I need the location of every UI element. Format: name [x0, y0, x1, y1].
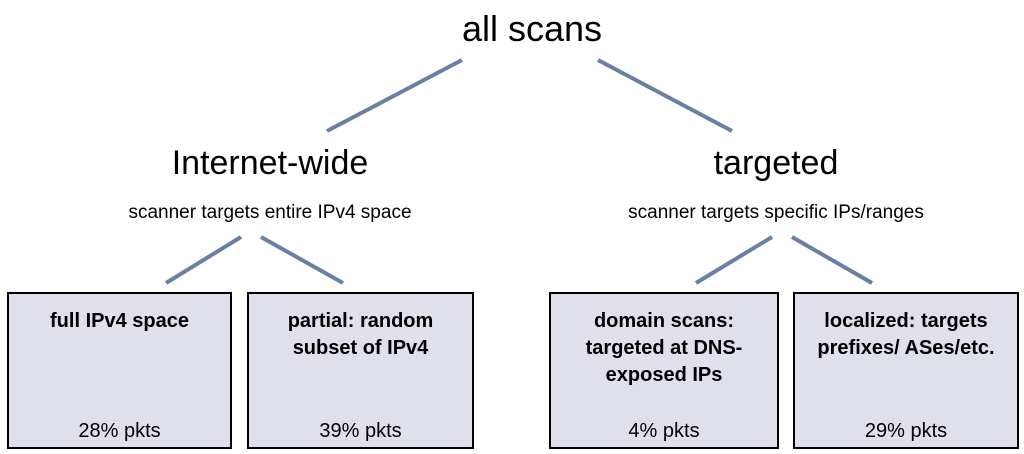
- leaf-packet-share: 28% pkts: [78, 420, 161, 442]
- connector-right-leaf2: [694, 235, 774, 285]
- connector-root-right: [597, 58, 733, 133]
- branch-internet-wide-label: Internet-wide: [171, 144, 369, 182]
- connector-right-leaf3: [791, 235, 873, 285]
- leaf-title: localized: targets prefixes/ ASes/etc.: [817, 310, 995, 359]
- leaf-packet-share: 39% pkts: [319, 420, 402, 442]
- connector-root-left: [326, 58, 463, 133]
- leaf-full-ipv4: full IPv4 space 28% pkts: [7, 292, 232, 449]
- leaf-partial-random: partial: random subset of IPv4 39% pkts: [247, 292, 474, 449]
- leaf-domain-scans: domain scans: targeted at DNS-exposed IP…: [549, 292, 779, 449]
- branch-targeted-description: scanner targets specific IPs/ranges: [628, 202, 924, 223]
- leaf-localized: localized: targets prefixes/ ASes/etc. 2…: [793, 292, 1019, 449]
- leaf-title: full IPv4 space: [50, 310, 189, 332]
- branch-internet-wide-description: scanner targets entire IPv4 space: [128, 202, 412, 223]
- leaf-title: domain scans: targeted at DNS-exposed IP…: [585, 310, 743, 386]
- connector-left-leaf1: [260, 235, 344, 285]
- leaf-packet-share: 29% pkts: [864, 420, 948, 442]
- branch-targeted-label: targeted: [713, 144, 839, 182]
- connector-left-leaf0: [164, 235, 243, 285]
- leaf-title: partial: random subset of IPv4: [287, 310, 434, 359]
- root-node-label: all scans: [461, 8, 603, 49]
- leaf-packet-share: 4% pkts: [628, 420, 700, 442]
